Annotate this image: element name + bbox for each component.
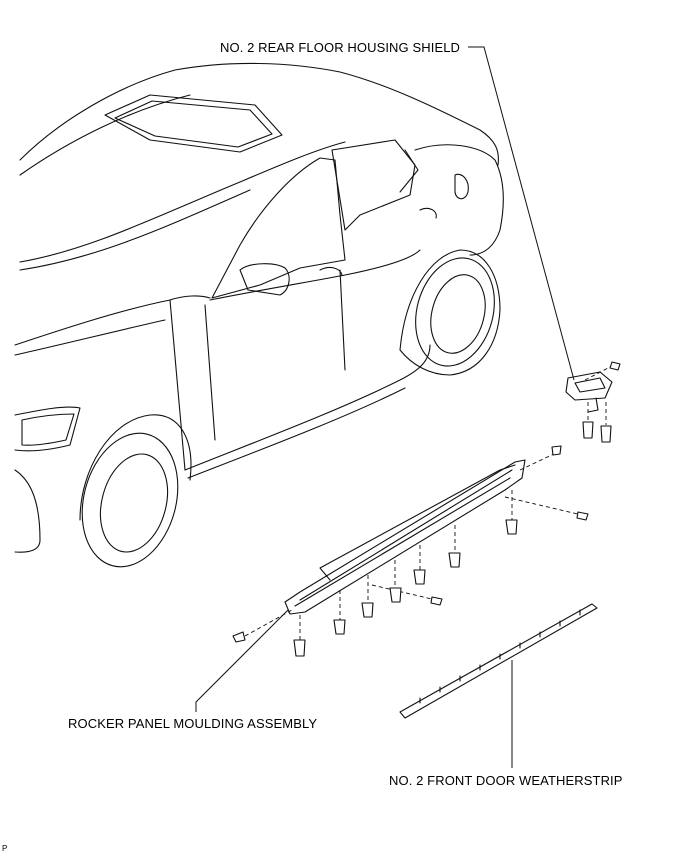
- corner-code: P: [2, 844, 8, 853]
- rear-floor-housing-shield: [565, 361, 621, 443]
- label-rear-floor-housing-shield: NO. 2 REAR FLOOR HOUSING SHIELD: [220, 40, 461, 55]
- label-front-door-weatherstrip: NO. 2 FRONT DOOR WEATHERSTRIP: [389, 773, 623, 788]
- shield-leader-line: [468, 46, 575, 381]
- label-rocker-panel-moulding: ROCKER PANEL MOULDING ASSEMBLY: [68, 716, 318, 731]
- front-door-weatherstrip: [399, 603, 598, 719]
- car-body: [14, 62, 504, 568]
- clip-icon: [609, 361, 621, 371]
- rocker-panel-moulding: [232, 445, 589, 657]
- rocker-leader-line: [195, 609, 289, 712]
